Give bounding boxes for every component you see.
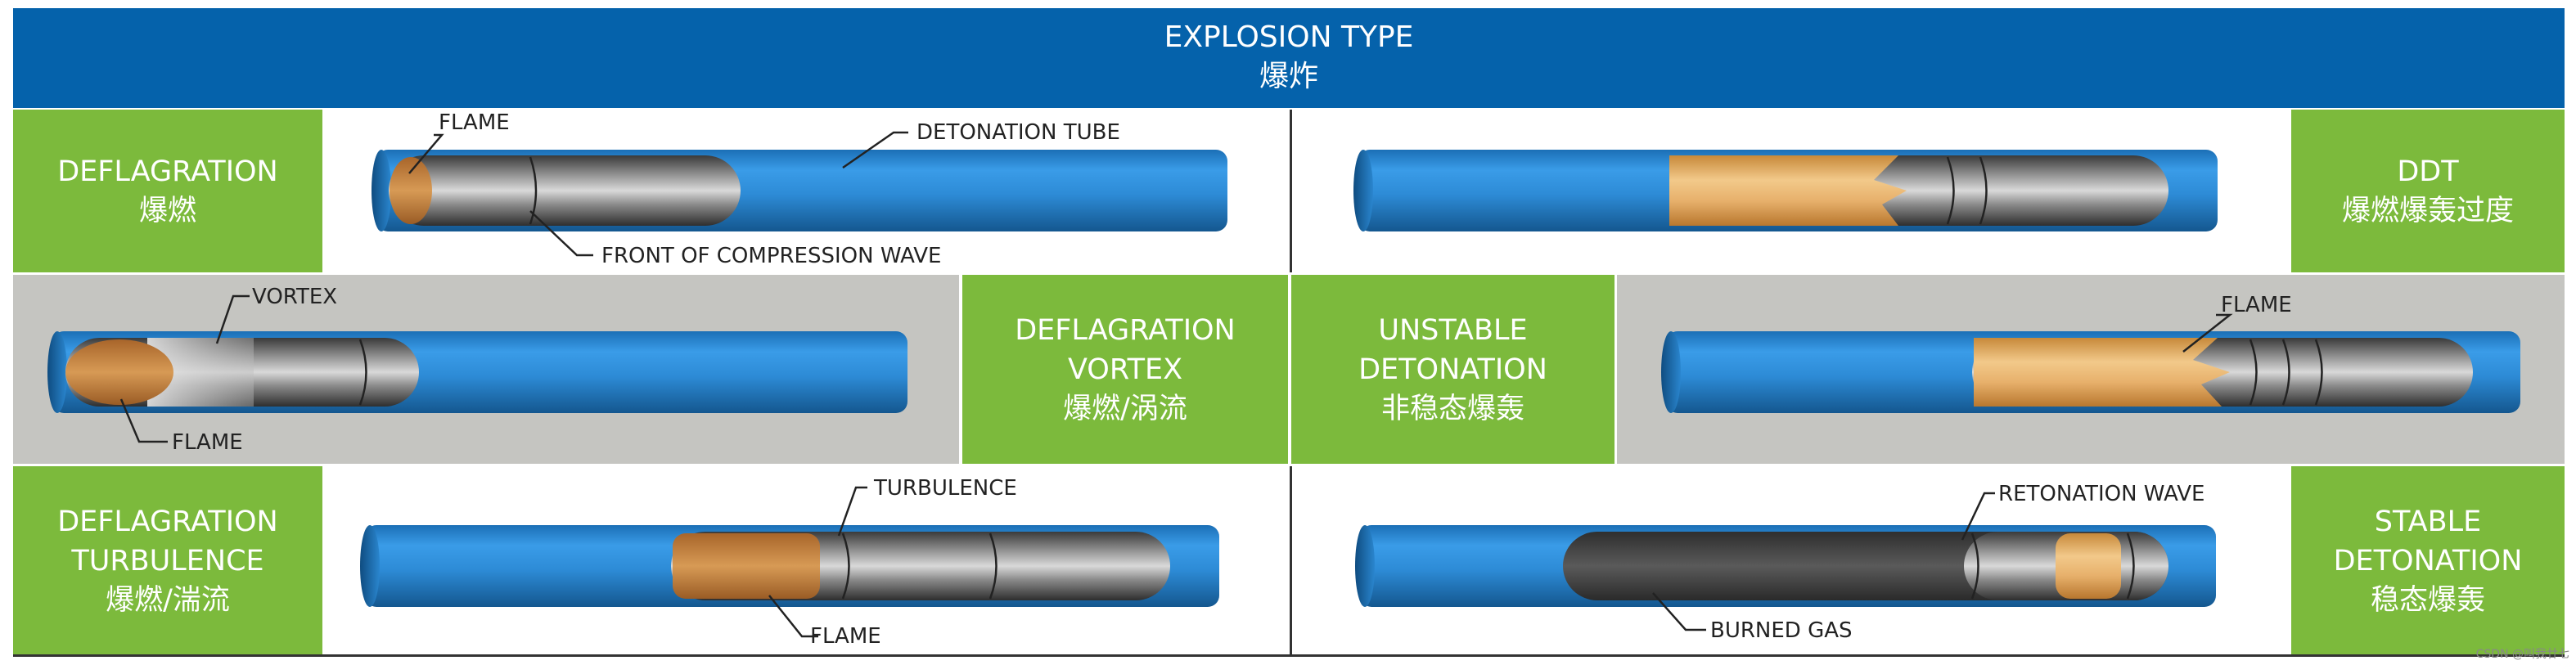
- label-unstable-detonation: UNSTABLE DETONATION 非稳态爆轰: [1291, 275, 1615, 464]
- turbulence-lines: [841, 532, 998, 600]
- label-unstable-detonation-en1: UNSTABLE: [1378, 313, 1528, 347]
- label-deflagration-turbulence: DEFLAGRATION TURBULENCE 爆燃/湍流: [13, 466, 322, 655]
- label-deflagration-turbulence-en1: DEFLAGRATION: [57, 505, 278, 538]
- compression-gas: [389, 155, 741, 226]
- leader-turbulence: [837, 486, 867, 537]
- label-deflagration: DEFLAGRATION 爆燃: [13, 110, 322, 272]
- header-subtitle: 爆炸: [1259, 60, 1318, 93]
- tube-stable-detonation: [1355, 525, 2216, 607]
- annotation-turbulence: TURBULENCE: [873, 476, 1017, 501]
- tube-deflagration: [372, 150, 1227, 231]
- watermark: CSDN @叫我廿七: [2475, 648, 2569, 661]
- annotation-front-of-compression-wave: FRONT OF COMPRESSION WAVE: [601, 244, 941, 268]
- flame-front: [2056, 533, 2121, 599]
- annotation-vortex: VORTEX: [252, 285, 337, 309]
- compression-wave-lines: [1946, 156, 1988, 225]
- label-deflagration-zh: 爆燃: [138, 194, 196, 227]
- tube-cap: [47, 331, 67, 413]
- label-deflagration-turbulence-zh: 爆燃/湍流: [106, 583, 230, 617]
- label-unstable-detonation-en2: DETONATION: [1358, 353, 1547, 386]
- leader-vortex: [215, 294, 250, 344]
- compression-wave-line: [358, 339, 367, 406]
- compression-wave-line: [529, 156, 538, 225]
- leader-detonation-tube: [842, 131, 908, 169]
- flame-front: [1669, 155, 1907, 226]
- tube-cap: [360, 525, 380, 607]
- divider-bottom: [13, 654, 2565, 657]
- label-deflagration-turbulence-en2: TURBULENCE: [71, 544, 264, 577]
- tube-deflagration-vortex: [47, 331, 907, 413]
- label-ddt-zh: 爆燃爆轰过度: [2341, 194, 2514, 227]
- tube-cap: [372, 150, 391, 231]
- tube-deflagration-turbulence: [360, 525, 1219, 607]
- tube-ddt: [1353, 150, 2218, 231]
- divider-vertical-bottom: [1290, 466, 1292, 655]
- label-deflagration-vortex-en2: VORTEX: [1067, 353, 1183, 386]
- annotation-detonation-tube: DETONATION TUBE: [916, 120, 1120, 145]
- label-stable-detonation: STABLE DETONATION 稳态爆轰: [2291, 466, 2565, 655]
- tube-cap: [1353, 150, 1373, 231]
- flame-front: [1974, 338, 2230, 407]
- leader-flame-1: [408, 133, 444, 174]
- flame-front: [673, 533, 820, 599]
- leader-flame-5: [768, 595, 818, 638]
- annotation-burned-gas: BURNED GAS: [1710, 618, 1853, 643]
- label-stable-detonation-zh: 稳态爆轰: [2370, 583, 2485, 617]
- leader-flame-3: [119, 398, 168, 443]
- leader-retonation-wave: [1961, 492, 1995, 541]
- annotation-retonation-wave: RETONATION WAVE: [1998, 482, 2204, 506]
- label-ddt-en: DDT: [2397, 155, 2459, 188]
- leader-compression-wave: [529, 210, 593, 257]
- label-unstable-detonation-zh: 非稳态爆轰: [1380, 392, 1524, 425]
- label-ddt: DDT 爆燃爆轰过度: [2291, 110, 2565, 272]
- annotation-flame-4: FLAME: [2221, 293, 2292, 317]
- label-deflagration-en: DEFLAGRATION: [57, 155, 278, 188]
- flame-front: [390, 157, 432, 224]
- label-deflagration-vortex-en1: DEFLAGRATION: [1015, 313, 1236, 347]
- leader-burned-gas: [1652, 592, 1706, 631]
- label-stable-detonation-en2: DETONATION: [2333, 544, 2523, 577]
- label-stable-detonation-en1: STABLE: [2374, 505, 2482, 538]
- tube-cap: [1355, 525, 1375, 607]
- flame-front: [65, 339, 173, 405]
- compression-wave-lines: [2249, 339, 2323, 406]
- divider-vertical-top: [1290, 110, 1292, 272]
- header-banner: EXPLOSION TYPE 爆炸: [13, 8, 2565, 108]
- annotation-flame-1: FLAME: [439, 110, 510, 135]
- retonation-lines: [1970, 532, 2135, 600]
- label-deflagration-vortex: DEFLAGRATION VORTEX 爆燃/涡流: [962, 275, 1288, 464]
- tube-unstable-detonation: [1661, 331, 2520, 413]
- tube-cap: [1661, 331, 1681, 413]
- leader-flame-4: [2182, 313, 2233, 353]
- header-title: EXPLOSION TYPE: [1164, 20, 1414, 54]
- label-deflagration-vortex-zh: 爆燃/涡流: [1063, 392, 1187, 425]
- annotation-flame-5: FLAME: [810, 624, 881, 649]
- annotation-flame-3: FLAME: [172, 430, 243, 455]
